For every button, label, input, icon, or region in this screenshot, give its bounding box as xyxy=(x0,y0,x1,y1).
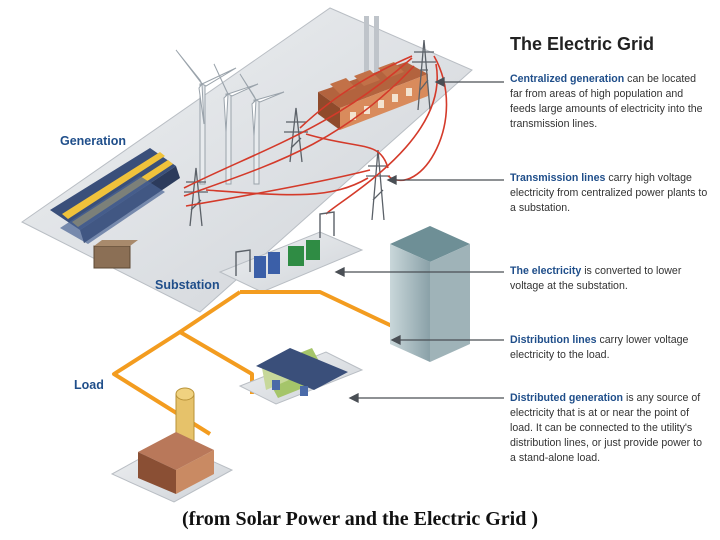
transmission-tower xyxy=(284,107,308,163)
wind-turbine xyxy=(213,63,259,185)
distribution-lines xyxy=(112,290,393,436)
label-generation: Generation xyxy=(60,134,126,148)
callout-term: Centralized generation xyxy=(510,73,625,85)
house xyxy=(238,348,364,405)
callout-text: carry high voltage electricity from cent… xyxy=(510,172,708,214)
callout-distribution-lines: Distribution lines carry lower voltage e… xyxy=(510,333,710,363)
barn xyxy=(110,387,234,503)
substation-equipment xyxy=(235,211,335,278)
transmission-tower xyxy=(412,39,436,111)
solar-farm xyxy=(50,148,180,269)
callout-term: Transmission lines xyxy=(510,172,606,184)
callout-pointers xyxy=(334,76,504,404)
source-caption: (from Solar Power and the Electric Grid … xyxy=(181,508,539,530)
callout-text: is any source of electricity that is at … xyxy=(510,392,702,464)
callout-transmission-lines: Transmission lines carry high voltage el… xyxy=(510,171,710,216)
callout-term: Distribution lines xyxy=(510,334,597,346)
wind-turbine xyxy=(239,73,285,185)
callout-term: The electricity xyxy=(510,265,582,277)
diagram-title: The Electric Grid xyxy=(510,34,655,54)
callout-text: carry lower voltage electricity to the l… xyxy=(510,334,689,361)
callout-electricity: The electricity is converted to lower vo… xyxy=(510,264,710,294)
wind-turbine xyxy=(175,49,237,185)
label-load: Load xyxy=(74,378,104,392)
callout-distributed-generation: Distributed generation is any source of … xyxy=(510,391,710,466)
callout-text: can be located far from areas of high po… xyxy=(510,73,703,130)
callout-text: is converted to lower voltage at the sub… xyxy=(510,265,682,292)
callout-centralized-generation: Centralized generation can be located fa… xyxy=(510,72,710,132)
office-building xyxy=(390,226,470,362)
callout-term: Distributed generation xyxy=(510,392,624,404)
label-substation: Substation xyxy=(155,278,220,292)
transmission-tower xyxy=(366,149,390,221)
